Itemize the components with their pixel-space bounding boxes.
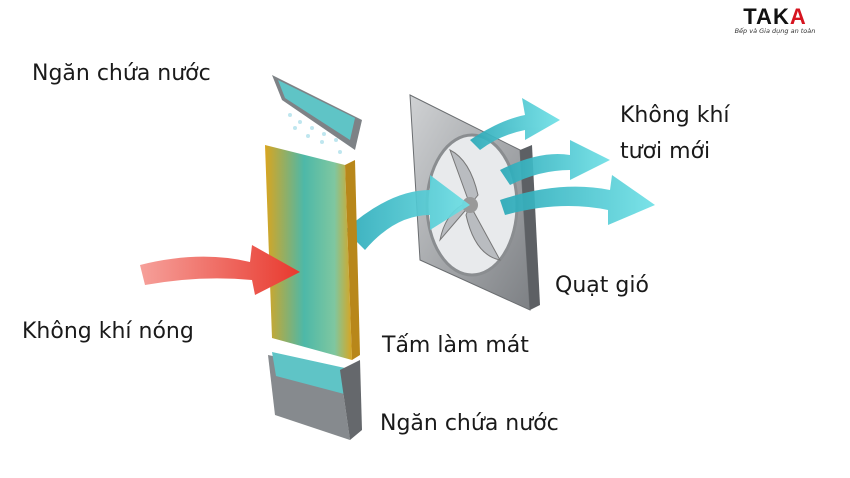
label-cooling-pad: Tấm làm mát bbox=[382, 333, 529, 358]
top-water-tray bbox=[272, 75, 362, 154]
bottom-water-tray bbox=[268, 352, 362, 440]
cool-air-arrows bbox=[345, 98, 655, 250]
label-bottom-tray: Ngăn chứa nước bbox=[380, 411, 559, 436]
hot-air-arrow bbox=[140, 245, 300, 295]
fan bbox=[409, 94, 540, 311]
label-top-tray: Ngăn chứa nước bbox=[32, 61, 211, 86]
label-fresh-air-1: Không khí bbox=[620, 103, 730, 128]
cooling-pad bbox=[265, 145, 360, 360]
logo-brand-left: TAK bbox=[743, 4, 790, 29]
logo-brand-right: A bbox=[789, 4, 807, 29]
logo-tagline: Bếp và Gia dụng an toàn bbox=[734, 27, 816, 35]
label-fan: Quạt gió bbox=[555, 273, 649, 298]
logo-brand: TAKA bbox=[725, 4, 825, 30]
taka-logo: TAKA Bếp và Gia dụng an toàn bbox=[725, 4, 825, 35]
label-fresh-air-2: tươi mới bbox=[620, 139, 711, 164]
label-hot-air: Không khí nóng bbox=[22, 319, 194, 344]
